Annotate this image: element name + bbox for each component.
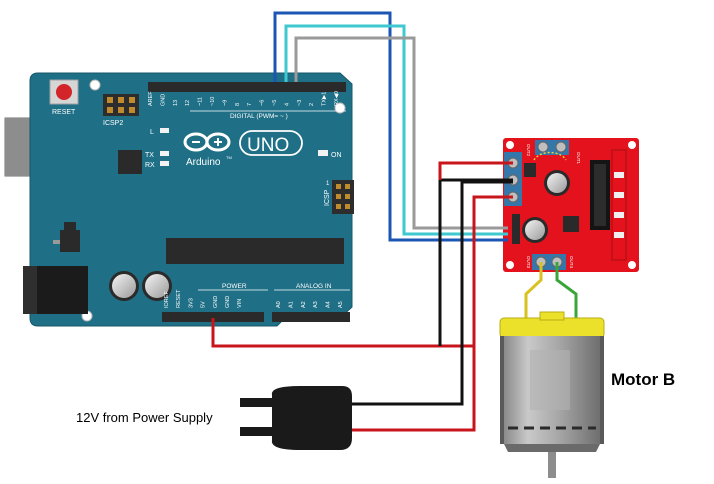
- digital-pin-label-12: ~3: [297, 100, 303, 106]
- digital-pin-label-11: 4: [284, 103, 290, 106]
- digital-pin-labels: AREF GND 13 12 ~11 ~10 ~9 8 7 ~6 ~5 4 ~3 2 TX▶1 RX◀0: [148, 91, 340, 106]
- power-supply-plug: [240, 386, 352, 450]
- analog-pin-label-2: A2: [301, 301, 307, 308]
- icsp2-label: ICSP2: [103, 120, 123, 127]
- power-pin-label-5: GND: [225, 296, 231, 308]
- driver-capacitor-2: [522, 217, 548, 243]
- trademark-label: TM: [226, 155, 232, 160]
- uno-label: UNO: [247, 135, 289, 156]
- analog-label: ANALOG IN: [296, 283, 332, 290]
- reset-label: RESET: [52, 109, 76, 116]
- motor-wire-green: [555, 262, 578, 318]
- analog-header: [272, 312, 350, 322]
- power-pin-label-6: VIN: [237, 299, 243, 308]
- capacitor-1: [109, 271, 139, 301]
- digital-pin-label-7: 8: [235, 103, 241, 106]
- wire-12v-red: [438, 161, 513, 180]
- voltage-regulator: [60, 230, 80, 252]
- motor-label: Motor B: [611, 370, 676, 389]
- dc-motor: [499, 262, 605, 478]
- digital-pin-label-3: 12: [185, 100, 191, 106]
- motor-cap: [499, 317, 605, 339]
- analog-pin-label-3: A3: [313, 301, 319, 308]
- out3-label: OUT3: [526, 256, 531, 268]
- analog-pin-label-4: A4: [326, 301, 332, 308]
- icsp-label: ICSP: [324, 189, 331, 206]
- wire-supply-red: [350, 198, 476, 432]
- out1-label: OUT1: [576, 152, 581, 164]
- digital-pin-label-1: GND: [160, 94, 166, 106]
- driver-capacitor-1: [544, 170, 570, 196]
- led-l: [160, 128, 169, 133]
- motor-wire-yellow: [524, 262, 543, 318]
- power-pin-label-3: 5V: [201, 301, 207, 308]
- icsp-pin1-label: 1: [326, 181, 330, 187]
- analog-pin-label-5: A5: [338, 301, 344, 308]
- power-pin-label-2: 3V3: [188, 298, 194, 308]
- icsp-header: [332, 180, 354, 214]
- uno-badge: [239, 130, 303, 156]
- digital-pin-label-14: TX▶1: [322, 92, 328, 106]
- power-pin-label-0: IOREF: [164, 291, 170, 308]
- led-tx: [160, 151, 169, 156]
- power-supply-label: 12V from Power Supply: [76, 410, 213, 425]
- digital-pin-label-2: 13: [173, 100, 179, 106]
- out4-label: OUT4: [569, 256, 574, 268]
- digital-pin-label-4: ~11: [198, 97, 204, 106]
- led-tx-label: TX: [145, 152, 154, 159]
- analog-pin-labels: A0 A1 A2 A3 A4 A5: [276, 301, 344, 308]
- out2-label: OUT2: [526, 144, 531, 156]
- digital-pin-label-5: ~10: [210, 97, 216, 106]
- led-on: [318, 150, 328, 156]
- motor-shaft: [548, 452, 556, 478]
- led-rx-label: RX: [145, 162, 155, 169]
- wire-light-gray: [294, 36, 508, 230]
- digital-pin-label-9: ~6: [260, 100, 266, 106]
- capacitor-2: [142, 271, 172, 301]
- wire-supply-black: [350, 180, 513, 406]
- arduino-logo: [183, 132, 231, 152]
- power-pin-label-1: RESET: [176, 289, 182, 308]
- usb-chip: [118, 150, 142, 174]
- l298n-motor-driver: OUT1 OUT2 OUT3 OUT4: [503, 138, 639, 272]
- digital-pin-label-10: ~5: [272, 100, 278, 106]
- digital-pin-label-13: 2: [309, 103, 315, 106]
- on-label: ON: [331, 152, 342, 159]
- power-label: POWER: [222, 283, 247, 290]
- led-l-label: L: [150, 129, 154, 136]
- digital-pin-label-15: RX◀0: [334, 91, 340, 106]
- arduino-logo-text: Arduino: [186, 157, 221, 168]
- digital-label: DIGITAL (PWM= ~ ): [230, 113, 288, 120]
- power-header: [162, 312, 264, 322]
- led-rx: [160, 161, 169, 166]
- analog-pin-label-0: A0: [276, 301, 282, 308]
- digital-pin-label-6: ~9: [222, 100, 228, 106]
- atmega328p-chip: [166, 238, 344, 264]
- analog-pin-label-1: A1: [288, 301, 294, 308]
- digital-pin-label-8: 7: [247, 103, 253, 106]
- icsp2-header: [103, 94, 139, 116]
- digital-header: [148, 82, 346, 92]
- power-pin-labels: IOREF RESET 3V3 5V GND GND VIN: [164, 289, 243, 308]
- wire-blue: [273, 11, 508, 242]
- power-pin-label-4: GND: [213, 296, 219, 308]
- digital-pin-label-0: AREF: [148, 91, 154, 106]
- power-wires: [211, 161, 513, 432]
